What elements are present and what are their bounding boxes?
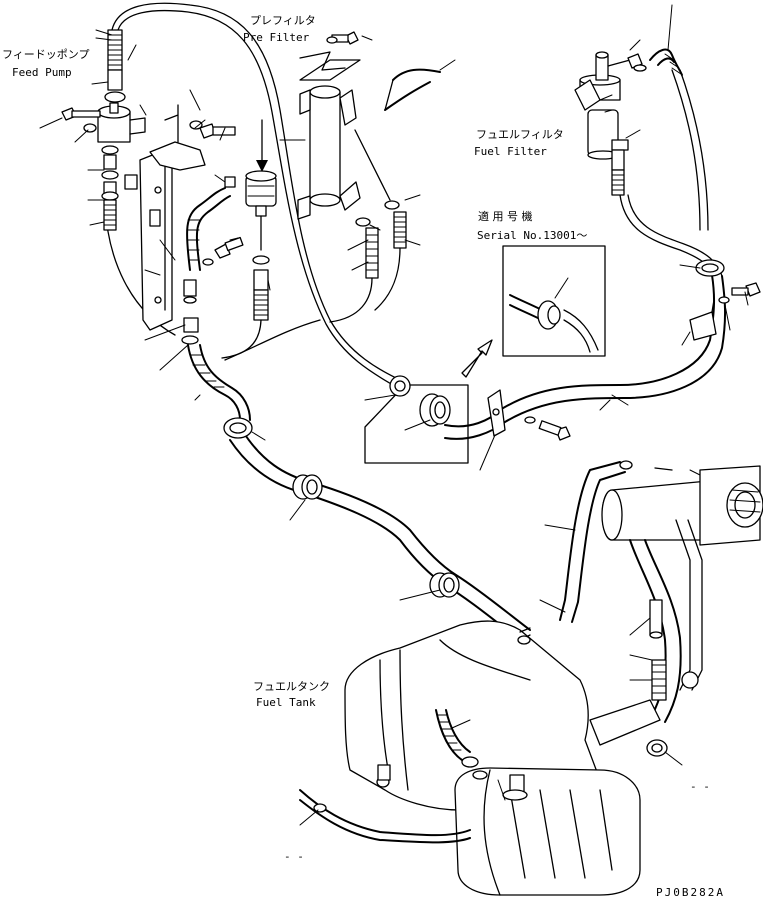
dash-mark-left: - - xyxy=(284,850,304,863)
fuel-tank-assembly xyxy=(299,620,641,896)
feed-pump-body xyxy=(97,102,146,143)
serial-label-en: Serial No.13001～ xyxy=(477,229,587,242)
hose-grommets xyxy=(292,474,460,598)
feed-pump-top-hose xyxy=(107,29,123,91)
mounting-bracket xyxy=(124,149,173,331)
pre-filter-label-jp: プレフィルタ xyxy=(250,14,316,27)
dash-mark-right: - - xyxy=(690,780,710,793)
curved-clip xyxy=(384,68,441,111)
fuel-filter-label-jp: フュエルフィルタ xyxy=(476,128,564,141)
pre-filter-label-en: Pre Filter xyxy=(243,31,310,44)
fuel-tank-label-jp: フュエルタンク xyxy=(253,680,330,693)
fuel-tank-label-en: Fuel Tank xyxy=(256,696,316,709)
fuel-filter-label-en: Fuel Filter xyxy=(474,145,547,158)
feed-pump-label-jp: フィードッポンプ xyxy=(2,48,89,61)
filler-neck-assembly xyxy=(559,460,763,757)
vertical-pipe-bracket xyxy=(297,31,407,323)
feed-pump-assembly xyxy=(61,29,253,439)
feed-pump-label-en: Feed Pump xyxy=(12,66,72,79)
fuel-filter xyxy=(574,48,761,341)
grommet-detail-box xyxy=(364,375,571,464)
serial-detail-box xyxy=(461,245,606,378)
bracket-bolt xyxy=(199,123,236,139)
pre-filter xyxy=(221,119,277,359)
serial-label-jp: 適 用 号 機 xyxy=(478,209,533,223)
leader-lines xyxy=(39,4,749,826)
feed-pump-bolt xyxy=(61,107,101,121)
labels: フィードッポンプ Feed Pump プレフィルタ Pre Filter フュエ… xyxy=(2,14,725,899)
drawing-code: PJ0B282A xyxy=(656,886,725,899)
